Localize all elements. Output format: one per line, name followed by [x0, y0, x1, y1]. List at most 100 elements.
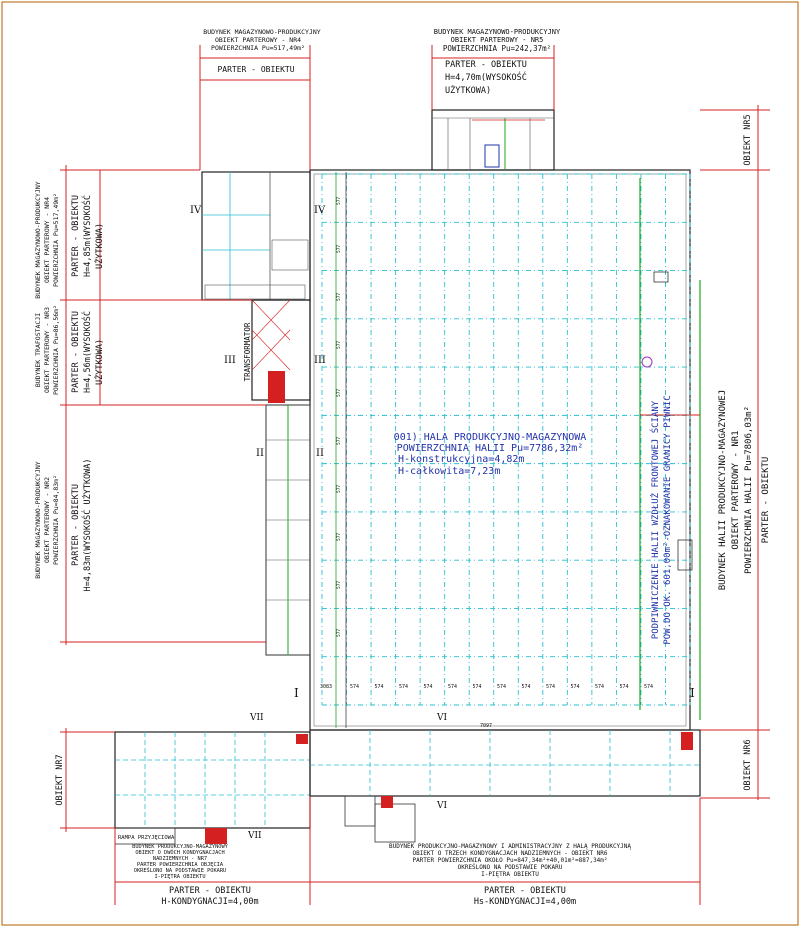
transformator-label: TRANSFORMATOR [243, 322, 252, 381]
trafo-red-block [268, 371, 285, 403]
service-strip [251, 299, 311, 656]
block-nr4 [201, 171, 311, 301]
top-right-title: BUDYNEK MAGAZYNOWO-PRODUKCYJNY [434, 28, 561, 36]
bay-dim-label: 574 [448, 684, 457, 690]
row-dim-label: 577 [336, 485, 342, 493]
nr3-box1: PARTER - OBIEKTU [71, 311, 81, 393]
top-left-sub: OBIEKT PARTEROWY - NR4 [215, 36, 301, 44]
annex-nr5 [431, 109, 555, 171]
nr2-box1: PARTER - OBIEKTU [71, 484, 81, 566]
bl-box-2: H-KONDYGNACJI=4,00m [161, 897, 258, 907]
block-nr6 [296, 729, 701, 843]
nr4-box1: PARTER - OBIEKTU [71, 195, 81, 277]
bay-dim-label: 574 [424, 684, 433, 690]
top-left-box: PARTER - OBIEKTU [217, 65, 294, 74]
section-i-left: I [294, 686, 299, 700]
hall-line2: POWIERZCHNIA HALII Pu=7786,32m² [397, 443, 584, 454]
section-vi-bottom: VI [436, 801, 447, 811]
boundary-marker [641, 356, 653, 368]
row-dim-label: 577 [336, 293, 342, 301]
section-vii-bottom: VII [247, 831, 262, 841]
bay-dim-label: 574 [595, 684, 604, 690]
bl-note-5: OKREŚLONO NA PODSTAWIE POKARU [134, 867, 226, 874]
nr2-area: POWIERZCHNIA Pu=84,83m² [52, 475, 60, 565]
br-box-2: Hs-KONDYGNACJI=4,00m [474, 897, 576, 907]
top-right-sub: OBIEKT PARTEROWY - NR5 [451, 36, 544, 44]
top-right-box: PARTER - OBIEKTU [445, 60, 527, 70]
br-note-2: OBIEKT O TRZECH KONDYGNACJACH NADZIEMNYC… [412, 850, 607, 857]
row-dim-label: 577 [336, 389, 342, 397]
bl-note-3: NADZIEMNYCH - NR7 [153, 856, 207, 862]
nr4-box3: UŻYTKOWA) [94, 223, 105, 269]
bay-dim-label: 574 [644, 684, 653, 690]
row-dim-label: 577 [336, 581, 342, 589]
nr3-box3: UŻYTKOWA) [94, 339, 105, 385]
bl-box-1: PARTER - OBIEKTU [169, 886, 251, 896]
dimension-lines [60, 45, 770, 905]
bay-dim-label: 574 [546, 684, 555, 690]
row-dim-label: 577 [336, 437, 342, 445]
right-building-line4: PARTER - OBIEKTU [761, 457, 771, 544]
nr4-area: POWIERZCHNIA Pu=517,49m² [52, 193, 60, 287]
row-dim-label: 577 [336, 197, 342, 205]
section-iii-right: III [314, 355, 326, 366]
row-dim-label: 577 [336, 629, 342, 637]
bl-note-6: I-PIĘTRA OBIEKTU [154, 874, 205, 880]
bay-dim-label: 574 [473, 684, 482, 690]
row-dim-label: 577 [336, 245, 342, 253]
br-box-1: PARTER - OBIEKTU [484, 886, 566, 896]
wall-note-line2: POW.DO OK. 601,00m²-OZNAKOWANIE GRANICY … [663, 395, 673, 644]
br-note-5: I-PIĘTRA OBIEKTU [481, 871, 539, 878]
bl-note-4: PARTER POWIERZCHNIA OBJĘCIA [137, 862, 224, 868]
dim-nr7: OBIEKT NR7 [55, 754, 65, 805]
hall-line4: H-całkowita=7,23m [398, 466, 500, 477]
section-vii-top: VII [249, 713, 264, 723]
hall-line3: H-konstrukcyjna=4,82m [398, 454, 524, 465]
bl-note-2: OBIEKT O DWÓCH KONDYGNACJACH [135, 849, 224, 856]
bay-dim-label: 574 [399, 684, 408, 690]
nr3-box2: H=4,56m(WYSOKOŚĆ [81, 311, 93, 393]
nr3-sub: OBIEKT PARTEROWY - NR3 [43, 307, 51, 393]
bay-dim-label: 574 [571, 684, 580, 690]
nr3-title: BUDYNEK TRAFOSTACJI [34, 313, 42, 387]
dim-start: 3083 [320, 684, 332, 690]
hall-line1: 001) HALA PRODUKCYJNO-MAGAZYNOWA [394, 432, 587, 443]
section-iii-left: III [224, 355, 236, 366]
top-right-height2: UŻYTKOWA) [445, 85, 491, 96]
hall-grid [321, 172, 691, 728]
right-building-line3: POWIERZCHNIA HALII Pu=7806,03m² [744, 406, 754, 574]
top-right-height1: H=4,70m(WYSOKOŚĆ [445, 71, 527, 83]
section-iv-right: IV [314, 205, 326, 216]
nr3-area: POWIERZCHNIA Pu=86,56m² [52, 305, 60, 395]
bay-dim-label: 574 [620, 684, 629, 690]
nr4-sub: OBIEKT PARTEROWY - NR4 [43, 197, 51, 283]
bay-dim-label: 574 [522, 684, 531, 690]
nr2-sub: OBIEKT PARTEROWY - NR2 [43, 477, 51, 563]
bay-dim-label: 574 [375, 684, 384, 690]
right-building-line1: BUDYNEK HALII PRODUKCYJNO-MAGAZYNOWEJ [718, 390, 728, 590]
dim-total: 7097 [480, 723, 492, 729]
nr2-box2: H=4,83m(WYSOKOŚĆ UŻYTKOWA) [81, 458, 93, 591]
row-dim-label: 577 [336, 341, 342, 349]
top-left-title: BUDYNEK MAGAZYNOWO-PRODUKCYJNY [203, 28, 320, 36]
dim-nr5: OBIEKT NR5 [743, 114, 753, 165]
section-iv-left: IV [190, 205, 202, 216]
row-dim-label: 577 [336, 533, 342, 541]
br-note-4: OKREŚLONO NA PODSTAWIE POKARU [458, 864, 563, 871]
right-building-line2: OBIEKT PARTEROWY - NR1 [731, 430, 741, 549]
section-vi-top: VI [436, 713, 447, 723]
section-ii-left: II [256, 448, 264, 459]
dim-nr6: OBIEKT NR6 [743, 739, 753, 790]
top-right-area: POWIERZCHNIA Pu=242,37m² [443, 44, 551, 53]
br-note-3: PARTER POWIERZCHNIA OKOŁO Pu=847,34m²+40… [412, 857, 607, 864]
wall-note-line1: PODPIWNICZENIE HALII WZDŁUŻ FRONTOWEJ ŚC… [649, 400, 661, 639]
top-left-area: POWIERZCHNIA Pu=517,49m² [211, 44, 305, 52]
nr4-title: BUDYNEK MAGAZYNOWO-PRODUKCYJNY [34, 181, 42, 298]
section-i-right: I [690, 686, 695, 700]
block-nr7 [114, 731, 311, 845]
nr4-box2: H=4,85m(WYSOKOŚĆ [81, 195, 93, 277]
nr2-title: BUDYNEK MAGAZYNOWO-PRODUKCYJNY [34, 461, 42, 578]
